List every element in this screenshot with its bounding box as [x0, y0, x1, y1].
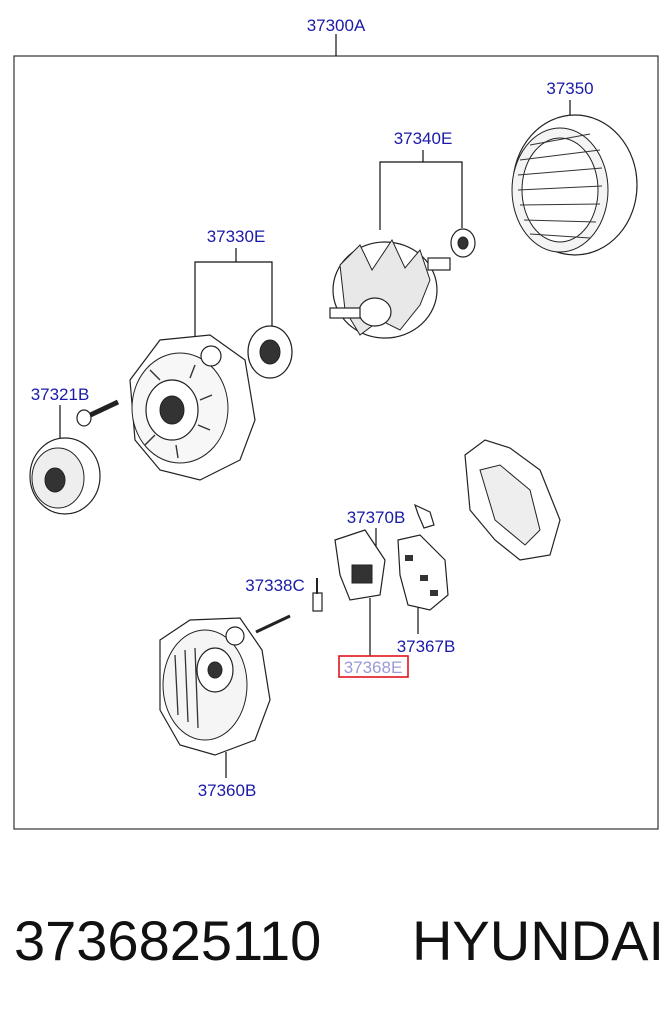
product-footer: 3736825110 HYUNDAI: [14, 900, 664, 980]
label-rear-bracket[interactable]: 37360B: [198, 781, 257, 800]
pulley-part: [29, 437, 101, 515]
regulator-highlight-box: [338, 655, 409, 678]
label-rotor[interactable]: 37340E: [394, 129, 453, 148]
label-rectifier[interactable]: 37367B: [397, 637, 456, 656]
label-regulator[interactable]: 37368E: [344, 658, 403, 677]
brand-name: HYUNDAI: [411, 908, 664, 972]
rectifier-part: [397, 534, 449, 611]
label-pulley[interactable]: 37321B: [31, 385, 90, 404]
stator-part: [511, 114, 638, 256]
label-stator[interactable]: 37350: [546, 79, 593, 98]
brush-holder-part: [334, 503, 435, 601]
label-brush-holder[interactable]: 37370B: [347, 508, 406, 527]
rear-bracket-part: [159, 617, 271, 756]
label-assembly[interactable]: 37300A: [307, 16, 366, 35]
alternator-exploded-diagram: 37300A 37350 37340E 37330E: [13, 16, 659, 830]
part-number: 3736825110: [14, 908, 322, 972]
rear-cover-part: [464, 439, 561, 561]
label-bolt[interactable]: 37338C: [245, 576, 305, 595]
pulley-bolt-part: [76, 399, 120, 427]
bolt-part: [255, 578, 323, 634]
front-bracket-part: [129, 325, 293, 481]
label-front-bracket[interactable]: 37330E: [207, 227, 266, 246]
rotor-part: [329, 228, 476, 339]
